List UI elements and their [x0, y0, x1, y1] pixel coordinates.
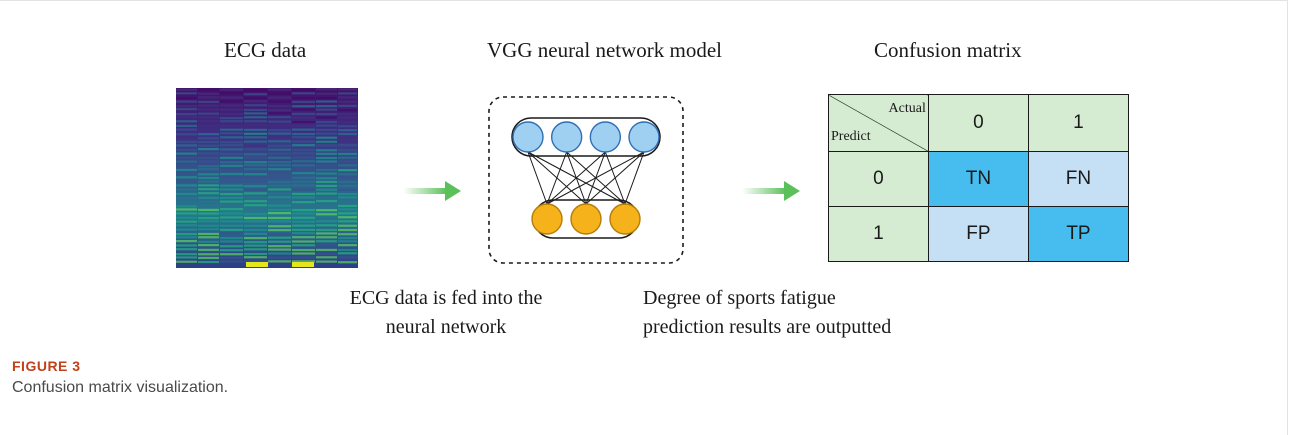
ecg-caption-line-1: ECG data is fed into the [349, 287, 543, 309]
network-connection [546, 151, 568, 205]
network-connection [624, 151, 645, 205]
ecg-spectrogram-image [176, 88, 358, 268]
actual-header-label: Actual [888, 101, 926, 116]
network-connection [546, 151, 645, 205]
output-layer-node [570, 203, 602, 235]
network-connection [546, 151, 606, 205]
model-caption-line-1: Degree of sports fatigue [643, 287, 836, 309]
ecg-caption-line-2: neural network [385, 316, 507, 338]
vgg-title: VGG neural network model [487, 38, 723, 62]
input-layer-node [589, 121, 622, 153]
arrow-model-to-matrix-icon [742, 181, 800, 201]
actual-col-label-0: 0 [927, 94, 1029, 152]
cell-tp: TP [1027, 206, 1130, 262]
predict-header-label: Predict [831, 129, 871, 144]
model-caption: Degree of sports fatigue prediction resu… [643, 284, 891, 342]
arrow-ecg-to-model-icon [403, 181, 461, 201]
matrix-title: Confusion matrix [874, 38, 1022, 62]
predict-row-label-1: 1 [828, 206, 929, 262]
figure-caption: Confusion matrix visualization. [12, 379, 229, 396]
cell-fn: FN [1027, 151, 1130, 207]
network-connection [527, 151, 548, 205]
input-layer-node [550, 121, 583, 153]
cell-tn: TN [927, 151, 1029, 207]
figure-label: FIGURE 3 [12, 358, 81, 374]
output-layer-node [609, 203, 641, 235]
input-layer-node [512, 121, 544, 153]
ecg-caption: ECG data is fed into the neural network [336, 284, 556, 342]
matrix-corner-header: Actual Predict [828, 94, 929, 152]
ecg-title: ECG data [224, 38, 307, 62]
model-caption-line-2: prediction results are outputted [643, 316, 892, 338]
predict-row-label-0: 0 [828, 151, 929, 207]
network-connection [585, 151, 645, 205]
output-layer-node [531, 203, 563, 235]
actual-col-label-1: 1 [1027, 94, 1130, 152]
vgg-network-diagram [488, 96, 684, 264]
cell-fp: FP [927, 206, 1029, 262]
input-layer-node [628, 121, 660, 153]
confusion-matrix: Actual Predict 0 1 0 TN FN 1 FP TP [828, 94, 1130, 262]
